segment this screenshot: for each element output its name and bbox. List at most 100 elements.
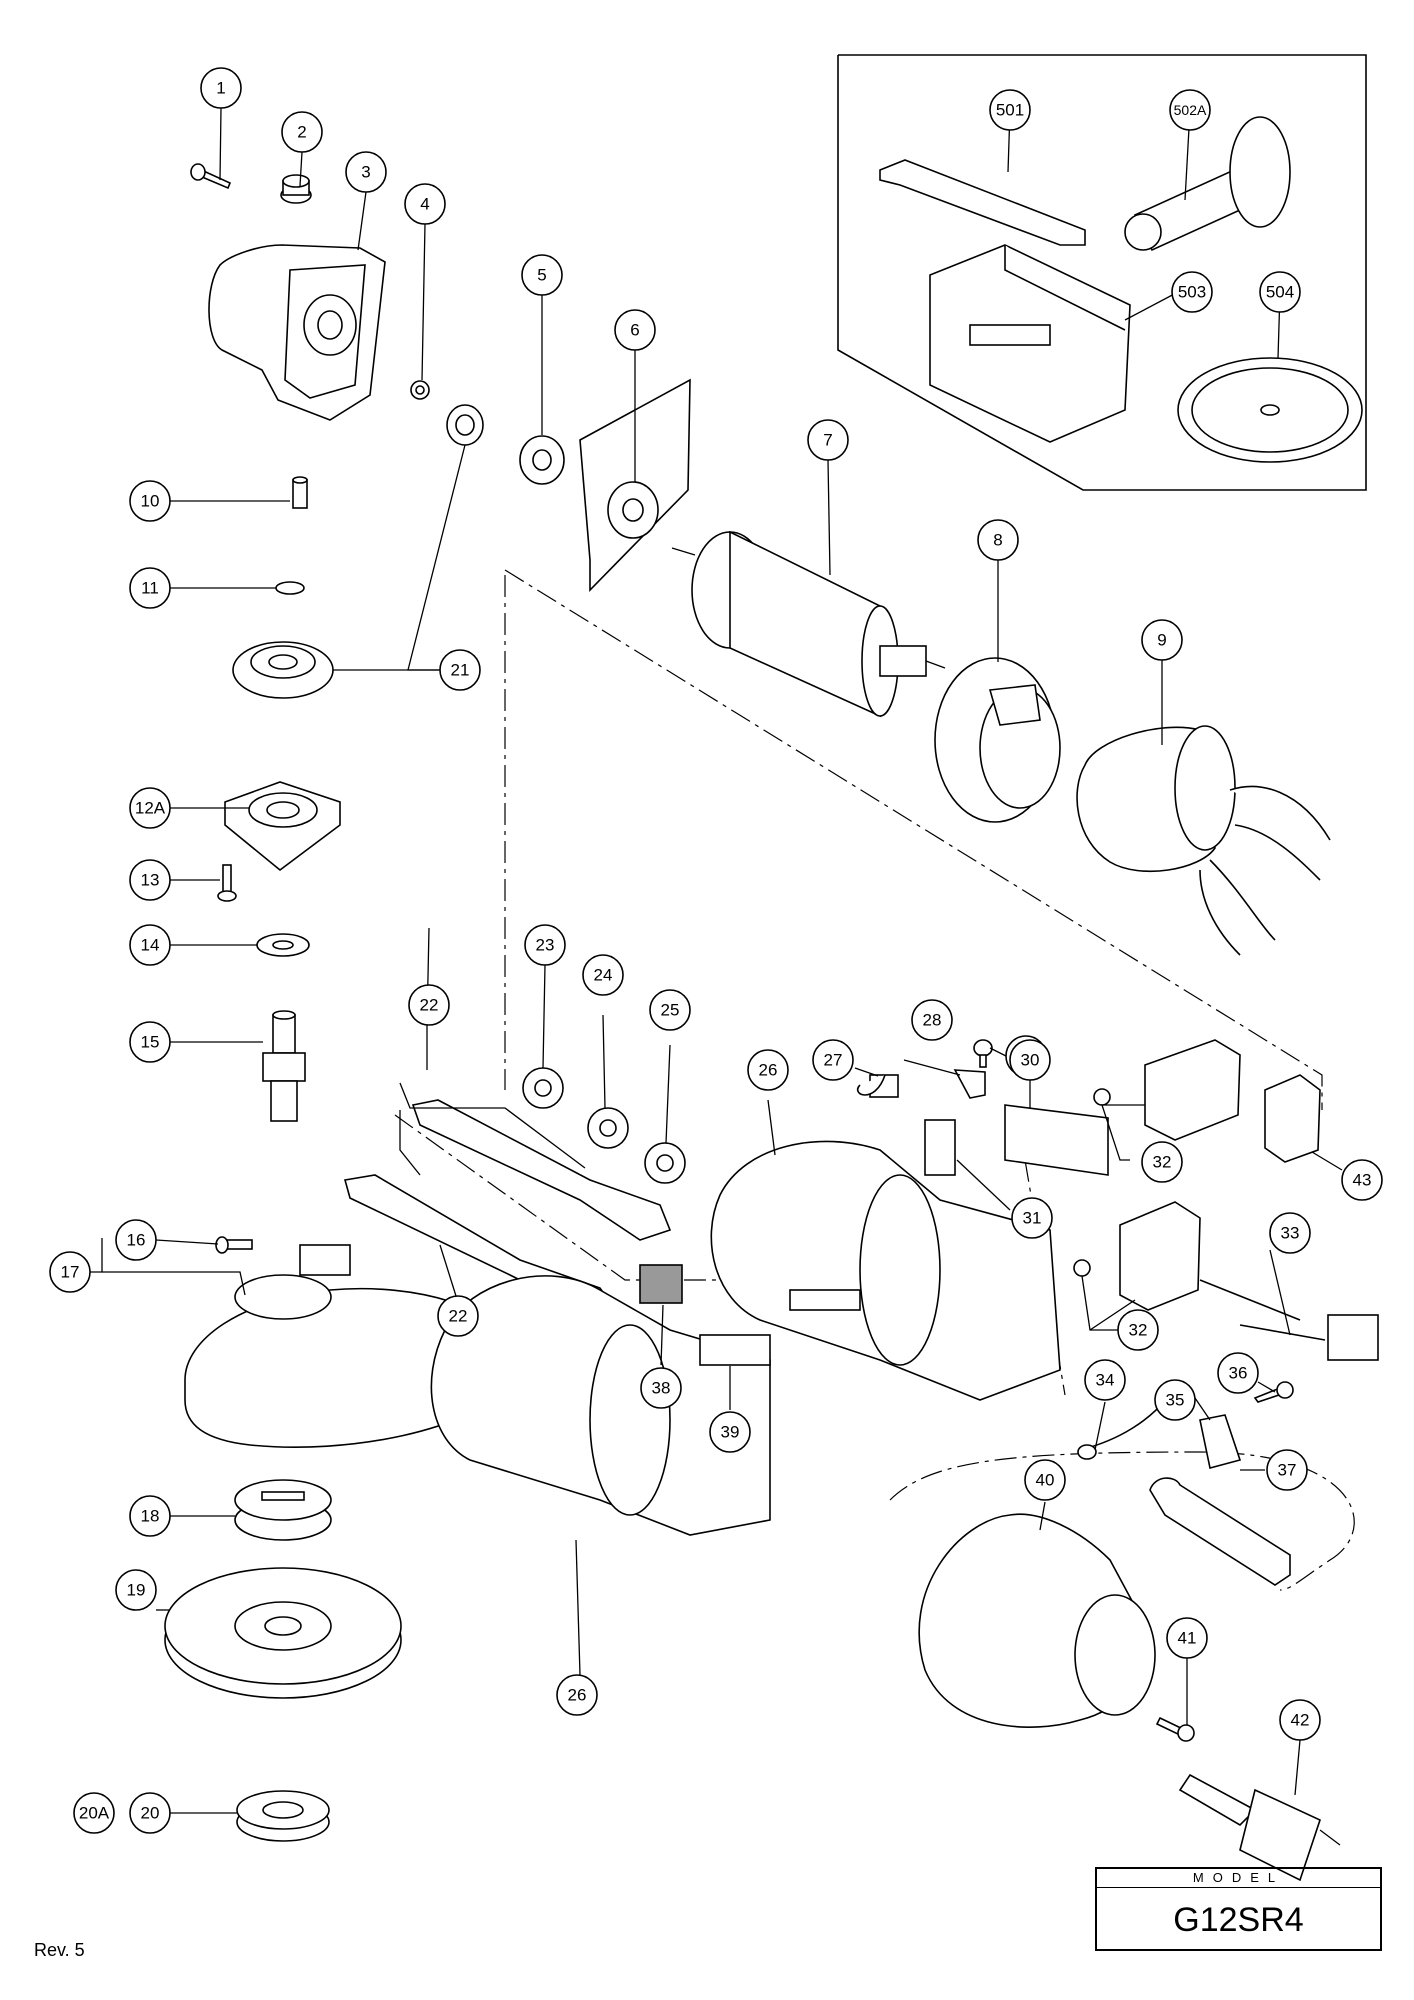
svg-text:39: 39: [721, 1423, 740, 1442]
callout-503: 503: [1171, 271, 1213, 313]
bearing-holder-6-icon: [579, 378, 691, 592]
callout-17: 17: [49, 1251, 91, 1293]
brush-spring-28-icon: [953, 1069, 986, 1099]
brush-holder-31-icon: [924, 1119, 956, 1176]
svg-text:28: 28: [923, 1011, 942, 1030]
svg-text:5: 5: [537, 266, 546, 285]
svg-text:34: 34: [1096, 1371, 1115, 1390]
svg-text:17: 17: [61, 1263, 80, 1282]
svg-text:22: 22: [420, 996, 439, 1015]
callout-33: 33: [1269, 1212, 1311, 1254]
diamond-wheel-504-icon: [1177, 357, 1363, 463]
callout-7: 7: [807, 419, 849, 461]
callout-35: 35: [1154, 1379, 1196, 1421]
svg-text:15: 15: [141, 1033, 160, 1052]
callout-12a: 12A: [129, 787, 171, 829]
callout-10: 10: [129, 480, 171, 522]
pin-10-icon: [292, 476, 308, 509]
callout-43: 43: [1341, 1159, 1383, 1201]
bearing-24-icon: [587, 1107, 629, 1149]
callout-32a: 32: [1141, 1141, 1183, 1183]
bevel-gear-21-icon: [232, 641, 334, 699]
cord-42-icon: [1178, 1773, 1341, 1882]
wheel-washer-18-icon: [234, 1479, 332, 1541]
model-title-block: MODEL G12SR4: [1095, 1867, 1382, 1951]
switch-32b-icon: [1073, 1201, 1201, 1311]
fan-guide-8-icon: [934, 657, 1061, 823]
stator-9-icon: [1076, 725, 1331, 956]
callout-25: 25: [649, 989, 691, 1031]
callout-502a: 502A: [1169, 89, 1211, 131]
slide-switch-bar-22a-icon: [411, 1099, 672, 1241]
callout-3: 3: [345, 151, 387, 193]
housing-26a-icon: [710, 1140, 1061, 1401]
callout-37: 37: [1266, 1449, 1308, 1491]
svg-text:26: 26: [568, 1686, 587, 1705]
housing-26b-icon: [430, 1275, 771, 1536]
wrench-501-icon: [879, 159, 1086, 246]
svg-text:20A: 20A: [79, 1804, 110, 1823]
svg-text:8: 8: [993, 531, 1002, 550]
callout-20: 20: [129, 1792, 171, 1834]
label-30-icon: [1004, 1104, 1109, 1176]
capacitor-33-icon: [1199, 1279, 1379, 1361]
svg-text:14: 14: [141, 936, 160, 955]
svg-text:21: 21: [451, 661, 470, 680]
svg-text:24: 24: [594, 966, 613, 985]
label-39-icon: [699, 1334, 771, 1366]
svg-text:37: 37: [1278, 1461, 1297, 1480]
svg-text:11: 11: [141, 579, 159, 598]
svg-text:1: 1: [216, 79, 225, 98]
callout-16: 16: [115, 1219, 157, 1261]
callout-22a: 22: [408, 984, 450, 1026]
callout-26a: 26: [747, 1049, 789, 1091]
screw-29-icon: [973, 1039, 993, 1068]
brush-27-icon: [857, 1074, 899, 1098]
cord-armor-37-icon: [1149, 1477, 1291, 1586]
callout-15: 15: [129, 1021, 171, 1063]
callout-22b: 22: [437, 1295, 479, 1337]
leader-lines: [90, 107, 1343, 1814]
svg-text:4: 4: [420, 195, 429, 214]
callout-32b: 32: [1117, 1309, 1159, 1351]
callout-23: 23: [524, 924, 566, 966]
callout-38: 38: [640, 1367, 682, 1409]
callout-18: 18: [129, 1495, 171, 1537]
cord-clip-35-icon: [1199, 1414, 1242, 1469]
svg-text:9: 9: [1157, 631, 1166, 650]
callout-6: 6: [614, 309, 656, 351]
callout-34: 34: [1084, 1359, 1126, 1401]
depressed-center-wheel-19-icon: [164, 1567, 402, 1699]
callout-30: 30: [1009, 1039, 1051, 1081]
callout-19: 19: [115, 1569, 157, 1611]
callout-1: 1: [200, 67, 242, 109]
callout-41: 41: [1166, 1617, 1208, 1659]
noise-suppressor-43-icon: [1264, 1074, 1321, 1163]
svg-text:6: 6: [630, 321, 639, 340]
svg-text:40: 40: [1036, 1471, 1055, 1490]
svg-text:26: 26: [759, 1061, 778, 1080]
ball-bearing-5-icon: [519, 435, 565, 485]
model-label: MODEL: [1097, 1869, 1380, 1888]
svg-text:43: 43: [1353, 1171, 1372, 1190]
svg-text:501: 501: [996, 101, 1024, 120]
svg-text:502A: 502A: [1174, 102, 1207, 118]
callout-42: 42: [1279, 1699, 1321, 1741]
callout-11: 11: [129, 567, 171, 609]
svg-text:36: 36: [1229, 1364, 1248, 1383]
callout-40: 40: [1024, 1459, 1066, 1501]
callout-27: 27: [812, 1039, 854, 1081]
callout-14: 14: [129, 924, 171, 966]
svg-text:18: 18: [141, 1507, 160, 1526]
svg-text:19: 19: [127, 1581, 146, 1600]
callout-5: 5: [521, 254, 563, 296]
svg-text:7: 7: [823, 431, 832, 450]
callout-28: 28: [911, 999, 953, 1041]
callout-26b: 26: [556, 1674, 598, 1716]
callout-20a: 20A: [73, 1792, 115, 1834]
svg-text:32: 32: [1129, 1321, 1148, 1340]
svg-text:13: 13: [141, 871, 160, 890]
rubber-bushing-25-icon: [644, 1142, 686, 1184]
svg-text:32: 32: [1153, 1153, 1172, 1172]
